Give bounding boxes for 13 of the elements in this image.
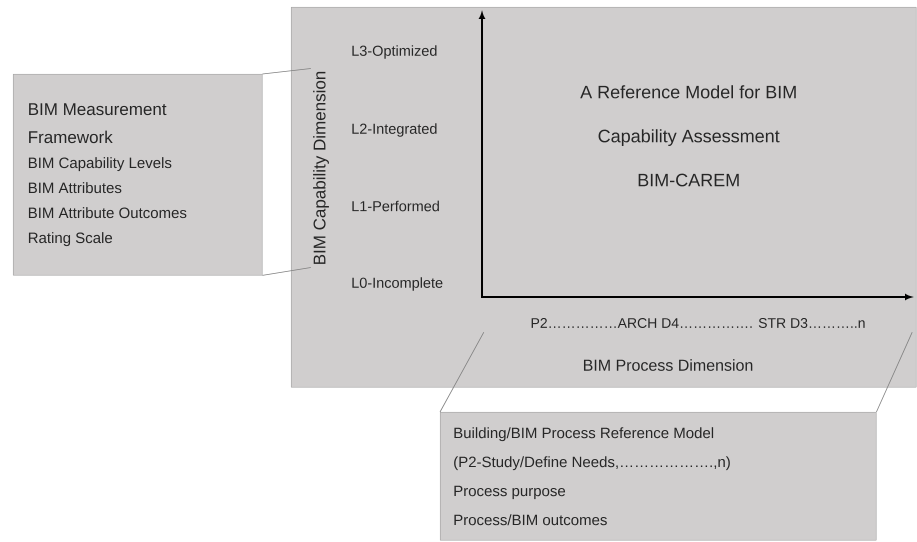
reference-model-box: Building/BIM Process Reference Model (P2-Study/Define Needs,……………….,n) Process purpose Process/BIM outcomes — [440, 412, 876, 540]
framework-box: BIM Measurement Framework BIM Capability Levels BIM Attributes BIM Attribute Outcomes Rating Scale — [13, 74, 262, 276]
level-label: L3-Optimized — [352, 45, 436, 59]
axis-title: BIM Process Dimension — [584, 359, 752, 371]
leader-line — [262, 68, 312, 74]
leader-line — [876, 332, 913, 412]
axis-tick-labels: P2……………ARCH D4……………. STR D3………..n — [532, 318, 865, 328]
axis-title: BIM Capability Dimension — [313, 72, 329, 264]
leader-line — [440, 332, 484, 412]
level-label: L2-Integrated — [352, 123, 437, 137]
level-label: L1-Performed — [352, 200, 439, 212]
leader-line — [262, 267, 312, 276]
level-label: L0-Incomplete — [352, 277, 442, 291]
